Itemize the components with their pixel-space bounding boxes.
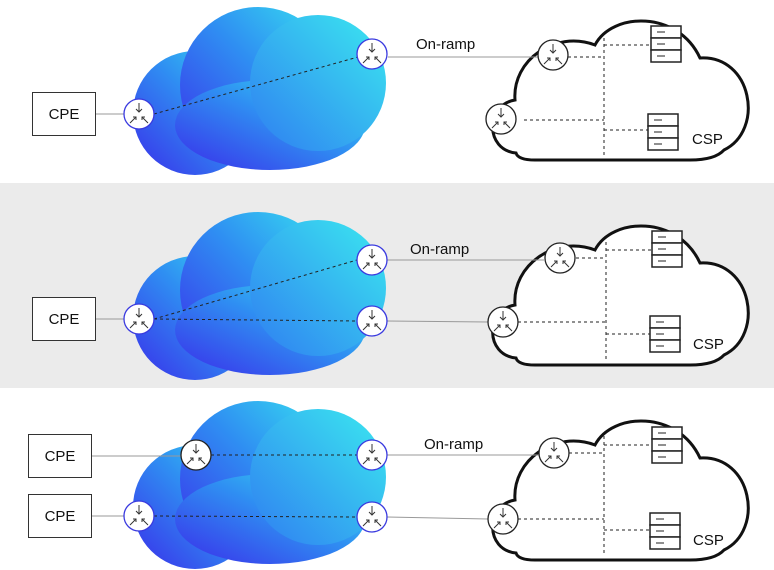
router-icon	[356, 38, 388, 70]
router-icon	[180, 439, 212, 471]
dashed-path-provider	[153, 318, 358, 322]
router-icon	[487, 503, 519, 535]
onramp-label: On-ramp	[410, 241, 470, 258]
cpe-box: CPE	[28, 434, 92, 478]
server-icon	[650, 25, 682, 63]
router-icon	[356, 305, 388, 337]
router-icon	[544, 242, 576, 274]
onramp-label: On-ramp	[416, 36, 476, 53]
router-icon	[537, 39, 569, 71]
cpe-label: CPE	[48, 310, 80, 328]
panel-1	[96, 7, 750, 175]
dashed-path-provider	[153, 56, 359, 115]
panel-3	[92, 401, 750, 569]
panel-2	[96, 212, 750, 380]
server-icon	[651, 230, 683, 268]
cpe-label: CPE	[44, 447, 76, 465]
cpe-label: CPE	[48, 105, 80, 123]
provider-cloud-1	[133, 7, 386, 175]
onramp-label: On-ramp	[424, 436, 484, 453]
router-icon	[123, 500, 155, 532]
router-icon	[356, 244, 388, 276]
csp-label: CSP	[693, 336, 724, 353]
cpe-box: CPE	[28, 494, 92, 538]
csp-label: CSP	[693, 532, 724, 549]
link-private	[386, 320, 489, 323]
link-private	[386, 516, 489, 520]
dashed-path-provider	[153, 515, 358, 518]
server-icon	[649, 315, 681, 353]
server-icon	[649, 512, 681, 550]
csp-label: CSP	[692, 131, 723, 148]
cpe-box: CPE	[32, 297, 96, 341]
router-icon	[356, 439, 388, 471]
provider-cloud-2	[133, 212, 386, 380]
router-icon	[123, 98, 155, 130]
cpe-box: CPE	[32, 92, 96, 136]
router-icon	[538, 437, 570, 469]
server-icon	[651, 426, 683, 464]
dashed-path-provider	[153, 259, 358, 320]
server-icon	[647, 113, 679, 151]
cpe-label: CPE	[44, 507, 76, 525]
provider-cloud-3	[133, 401, 386, 569]
router-icon	[485, 103, 517, 135]
router-icon	[356, 501, 388, 533]
router-icon	[123, 303, 155, 335]
router-icon	[487, 306, 519, 338]
